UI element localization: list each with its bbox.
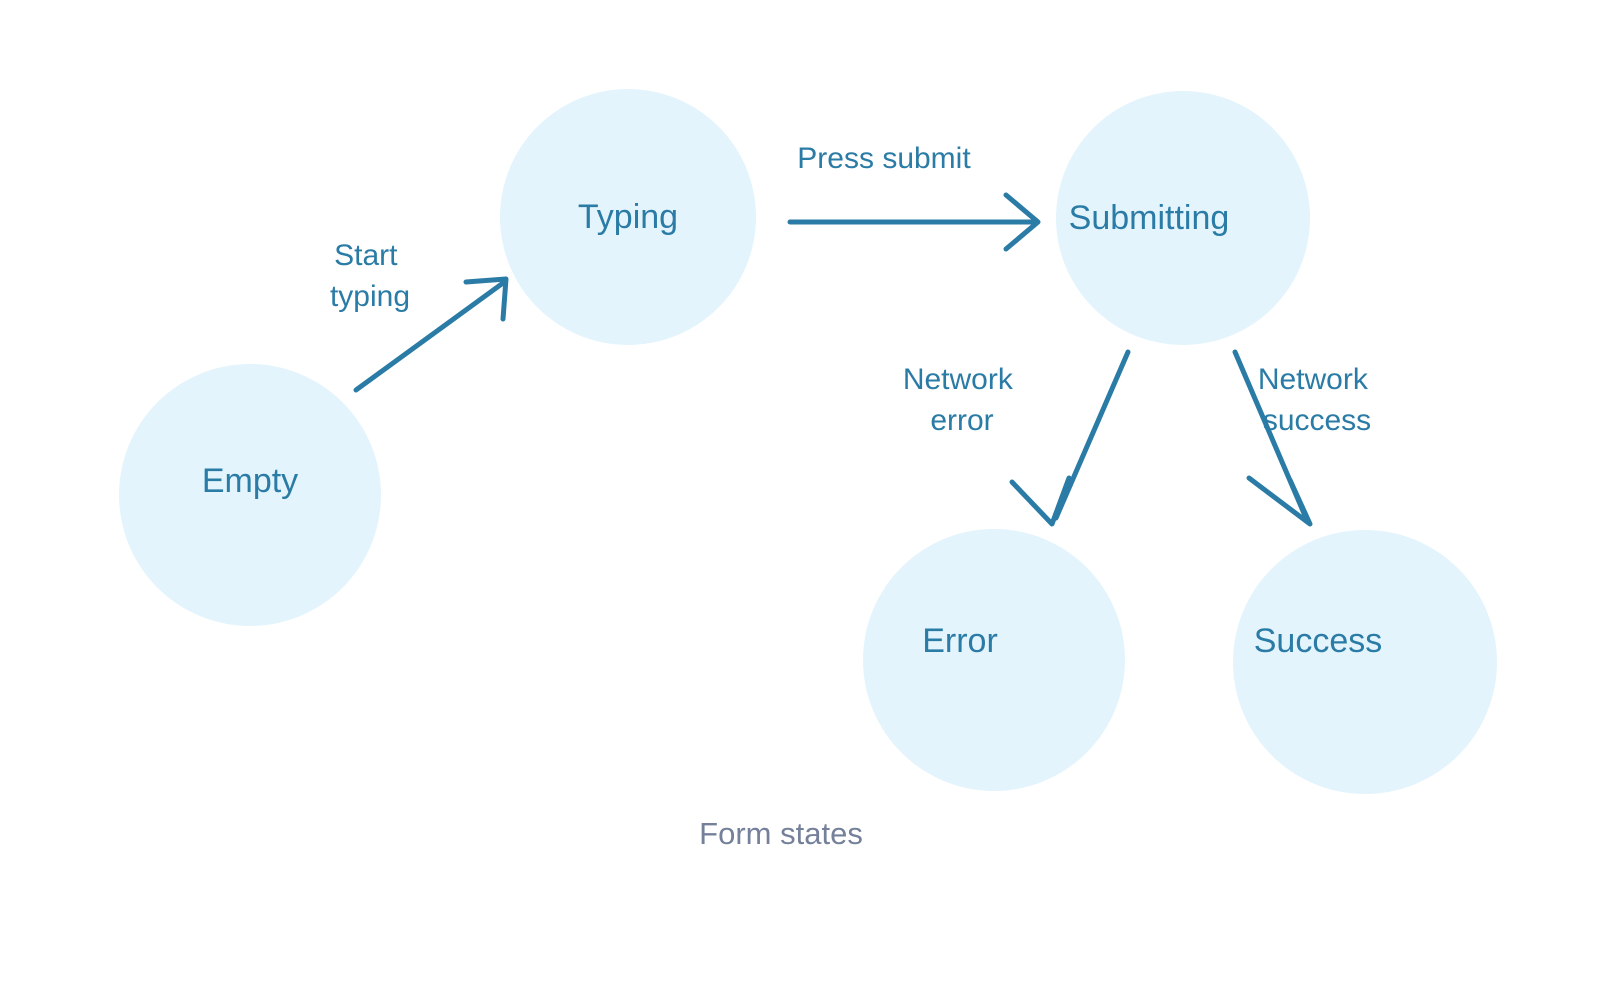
arrowhead-press-submit	[1003, 192, 1041, 252]
edge-line-network-error	[1053, 349, 1131, 521]
node-success-label: Success	[1254, 622, 1383, 660]
edge-submitting-to-success: Network success	[1232, 349, 1376, 527]
node-typing-label: Typing	[578, 198, 678, 236]
edge-empty-to-typing: Start typing	[330, 239, 509, 393]
node-error-circle[interactable]	[863, 529, 1125, 791]
node-submitting[interactable]: Submitting	[1056, 91, 1310, 345]
edge-label-press-submit: Press submit	[797, 142, 971, 175]
edge-label-line: Start	[334, 239, 398, 272]
edge-submitting-to-error: Network error	[903, 349, 1131, 527]
edge-label-start-typing: Start typing	[330, 239, 410, 313]
node-error[interactable]: Error	[863, 529, 1125, 791]
node-empty-label: Empty	[202, 462, 298, 500]
diagram-caption: Form states	[699, 816, 863, 851]
edge-label-line: Network	[903, 363, 1014, 396]
node-error-label: Error	[922, 622, 998, 660]
edge-label-line: Press submit	[797, 142, 971, 175]
node-success[interactable]: Success	[1233, 530, 1497, 794]
edge-label-line: error	[930, 404, 993, 437]
node-submitting-label: Submitting	[1069, 199, 1230, 237]
node-typing-circle[interactable]	[500, 89, 756, 345]
edge-label-line: success	[1263, 404, 1371, 437]
node-empty[interactable]: Empty	[119, 364, 381, 626]
arrowhead-network-success	[1246, 475, 1313, 527]
node-submitting-circle[interactable]	[1056, 91, 1310, 345]
edge-line-start-typing	[353, 280, 506, 393]
edge-typing-to-submitting: Press submit	[787, 142, 1041, 252]
arrowhead-start-typing	[463, 276, 509, 322]
edge-label-network-error: Network error	[903, 363, 1021, 437]
node-typing[interactable]: Typing	[500, 89, 756, 345]
node-empty-circle[interactable]	[119, 364, 381, 626]
node-success-circle[interactable]	[1233, 530, 1497, 794]
edge-label-line: typing	[330, 280, 410, 313]
arrowhead-network-error	[1009, 475, 1072, 527]
edge-label-line: Network	[1258, 363, 1369, 396]
edge-label-network-success: Network success	[1258, 363, 1376, 437]
